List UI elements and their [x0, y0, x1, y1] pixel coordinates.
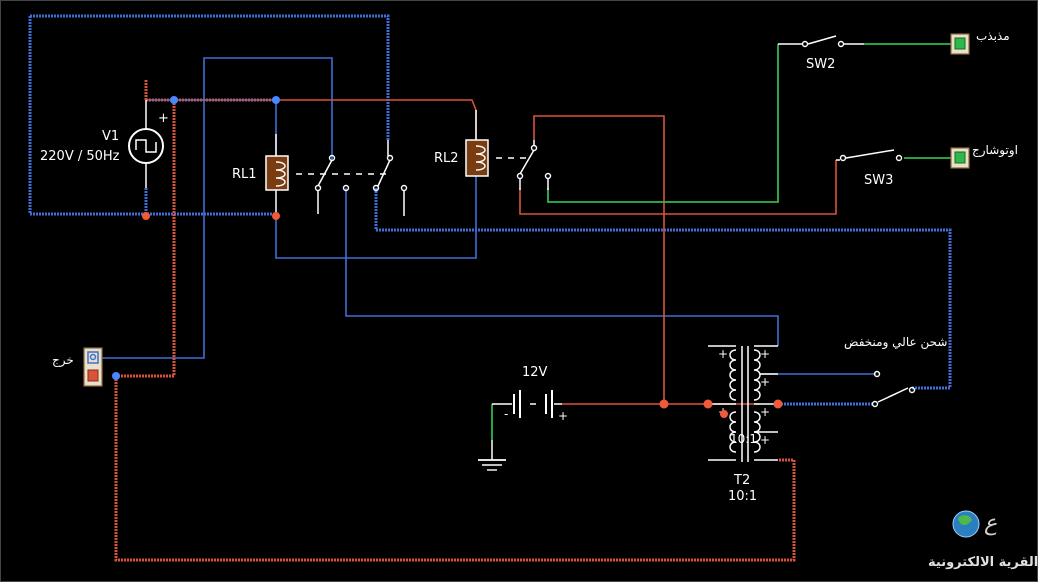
switch-sw2[interactable]: SW2: [778, 35, 864, 72]
transformer-t2[interactable]: + + + + + + 10:1 T2 10:1: [708, 345, 778, 504]
logo-text: القرية الالكترونية: [928, 555, 1038, 570]
rl2-contact[interactable]: [519, 149, 535, 175]
v1-rating: 220V / 50Hz: [40, 149, 120, 164]
wire-red-bottom-loop[interactable]: [114, 376, 796, 562]
output-terminal[interactable]: خرج: [52, 347, 103, 387]
output-label: خرج: [52, 353, 74, 368]
wire-to-selector[interactable]: [374, 188, 952, 390]
rl1-label: RL1: [232, 167, 257, 182]
wire-rl2-to-t2[interactable]: [533, 115, 665, 404]
wire-contact-to-t2[interactable]: [345, 188, 779, 346]
relay-rl1[interactable]: RL1: [232, 134, 408, 216]
battery-label: 12V: [522, 365, 548, 380]
svg-text:+: +: [760, 405, 770, 419]
v1-source[interactable]: + V1 220V / 50Hz: [40, 100, 169, 188]
relay-rl2[interactable]: RL2: [434, 110, 552, 190]
svg-text:+: +: [760, 347, 770, 361]
sw3-label: SW3: [864, 173, 893, 188]
sw2-label: SW2: [806, 57, 835, 72]
svg-text:+: +: [718, 347, 728, 361]
wire-red-to-output[interactable]: [116, 100, 176, 378]
autocharge-terminal[interactable]: اوتوشارج: [950, 143, 1018, 169]
v1-name: V1: [102, 129, 119, 144]
t2-core-label: 10:1: [730, 432, 757, 446]
wire-green-sw2[interactable]: [547, 44, 779, 203]
square-wave-icon: [135, 139, 157, 153]
svg-text:+: +: [760, 375, 770, 389]
green-wires: [491, 43, 954, 440]
wire-top-loop[interactable]: [30, 14, 390, 140]
switch-sw3[interactable]: SW3: [836, 149, 903, 188]
wire-coil-return[interactable]: [275, 176, 477, 259]
rl1-contact-b[interactable]: [377, 159, 391, 187]
battery-minus: -: [504, 407, 508, 421]
flasher-label: مذبذب: [976, 29, 1010, 43]
flasher-terminal[interactable]: مذبذب: [950, 29, 1010, 55]
charge-mode-label: شحن عالي ومنخفض: [844, 335, 947, 350]
relay-coil-icon: [465, 139, 489, 177]
battery-plus: +: [558, 409, 568, 423]
t2-name: T2: [733, 473, 750, 488]
wire-inner-loop[interactable]: [92, 57, 333, 359]
rl1-contact-a[interactable]: [317, 159, 333, 187]
ground-icon: [478, 440, 506, 471]
svg-text:+: +: [760, 433, 770, 447]
logo-mark: ع: [984, 511, 997, 536]
site-logo: ع القرية الالكترونية: [928, 510, 1038, 570]
charge-selector-switch[interactable]: شحن عالي ومنخفض: [844, 335, 947, 408]
t2-ratio: 10:1: [728, 489, 757, 504]
junction-nodes: [112, 96, 783, 418]
autocharge-label: اوتوشارج: [972, 143, 1018, 158]
wire-rl2-to-sw3[interactable]: [519, 160, 837, 215]
v1-polarity: +: [158, 111, 169, 126]
battery-12v[interactable]: 12V - +: [492, 365, 568, 423]
wire-left-loop[interactable]: [28, 16, 146, 216]
relay-coil-icon: [265, 155, 289, 191]
rl2-label: RL2: [434, 151, 459, 166]
